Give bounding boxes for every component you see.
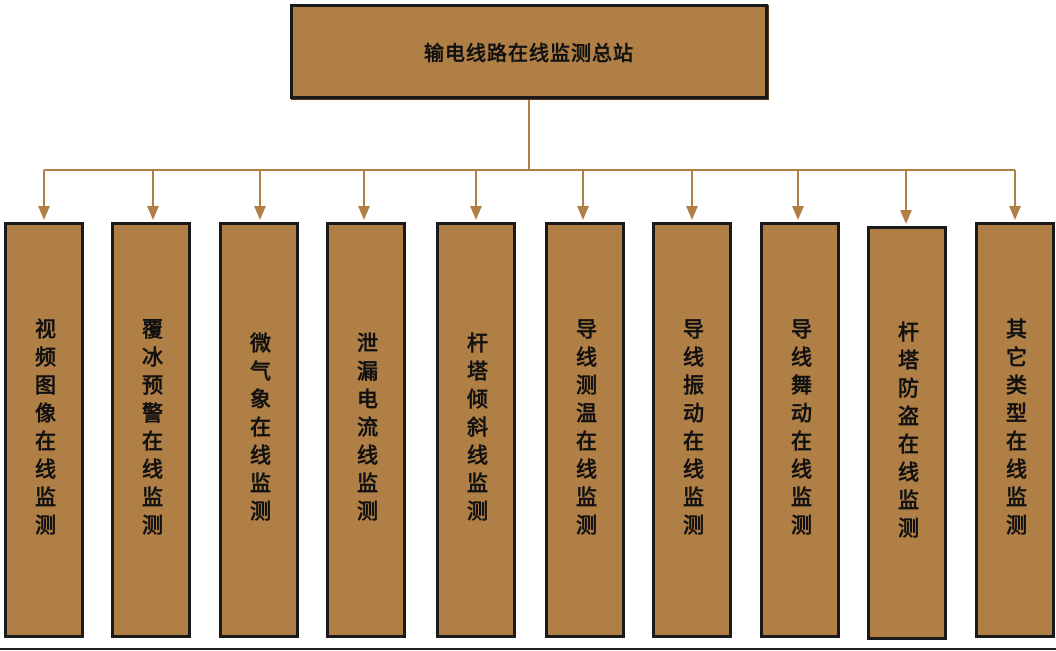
- child-node-conductor-temp: 导线测温在线监测: [545, 222, 625, 638]
- child-node-icing: 覆冰预警在线监测: [111, 222, 191, 638]
- child-node-label: 覆冰预警在线监测: [139, 318, 164, 542]
- child-node-conductor-galloping: 导线舞动在线监测: [760, 222, 840, 638]
- child-node-label: 杆塔防盗在线监测: [895, 321, 920, 545]
- child-node-label: 导线舞动在线监测: [788, 318, 813, 542]
- arrow-head-icon: [38, 206, 50, 220]
- child-node-video: 视频图像在线监测: [4, 222, 84, 638]
- arrow-head-icon: [900, 210, 912, 224]
- child-node-label: 导线测温在线监测: [573, 318, 598, 542]
- child-node-label: 微气象在线监测: [247, 332, 272, 528]
- child-node-label: 其它类型在线监测: [1003, 318, 1028, 542]
- child-node-micro-weather: 微气象在线监测: [219, 222, 299, 638]
- child-node-leakage-current: 泄漏电流线监测: [326, 222, 406, 638]
- child-node-label: 导线振动在线监测: [680, 318, 705, 542]
- child-node-label: 杆塔倾斜线监测: [464, 332, 489, 528]
- arrow-head-icon: [358, 206, 370, 220]
- arrow-head-icon: [147, 206, 159, 220]
- arrow-head-icon: [686, 206, 698, 220]
- child-node-label: 泄漏电流线监测: [354, 332, 379, 528]
- arrow-head-icon: [254, 206, 266, 220]
- child-node-other-types: 其它类型在线监测: [975, 222, 1055, 638]
- arrow-head-icon: [470, 206, 482, 220]
- arrow-head-icon: [792, 206, 804, 220]
- arrow-head-icon: [1009, 206, 1021, 220]
- child-node-tower-tilt: 杆塔倾斜线监测: [436, 222, 516, 638]
- child-node-conductor-vibration: 导线振动在线监测: [652, 222, 732, 638]
- child-node-label: 视频图像在线监测: [32, 318, 57, 542]
- arrow-head-icon: [577, 206, 589, 220]
- root-node-label: 输电线路在线监测总站: [424, 41, 634, 65]
- root-node: 输电线路在线监测总站: [290, 4, 768, 99]
- child-node-tower-antitheft: 杆塔防盗在线监测: [867, 226, 947, 640]
